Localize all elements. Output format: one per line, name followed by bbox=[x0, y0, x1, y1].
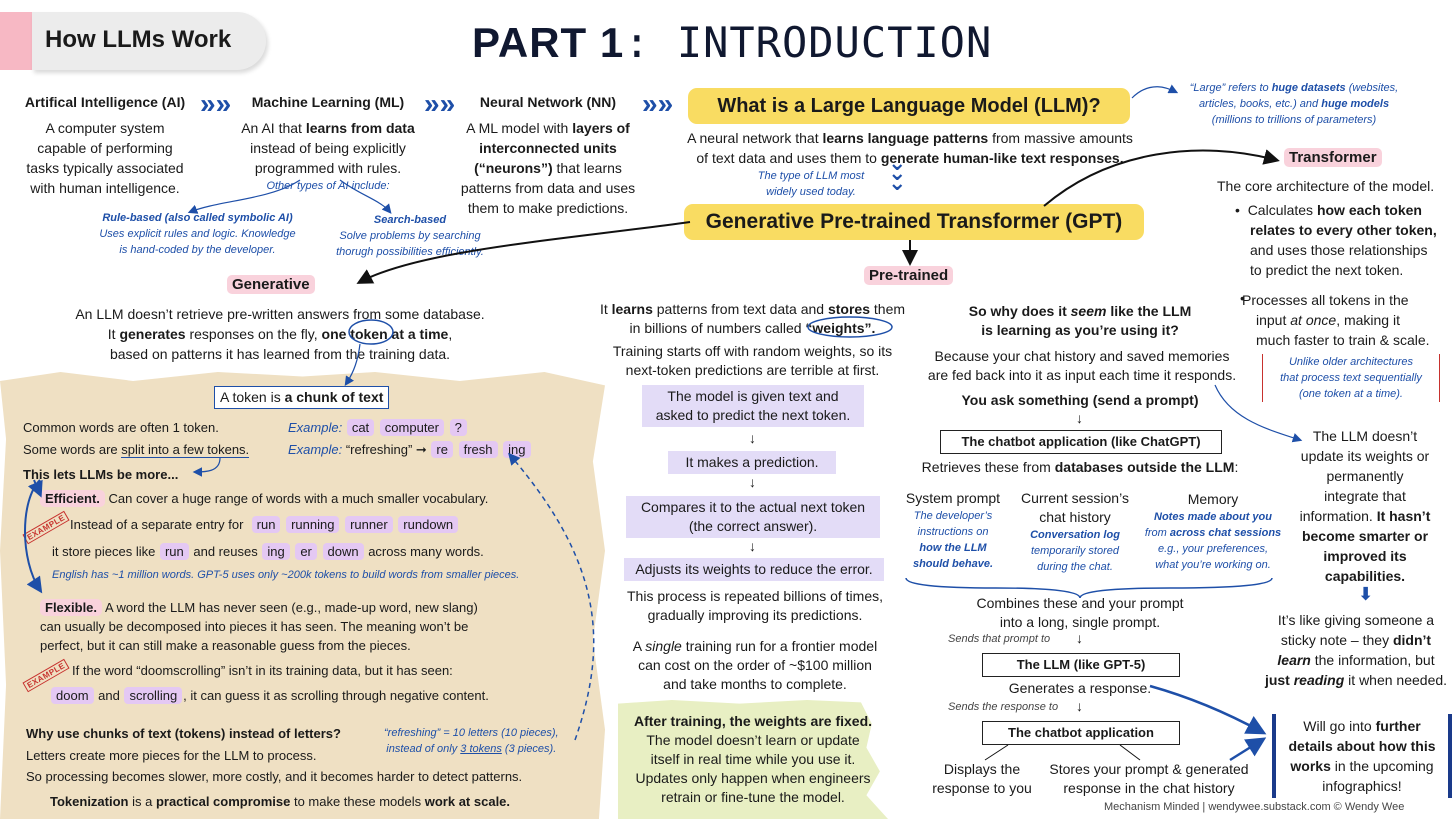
chevron-icon: »» bbox=[200, 88, 232, 119]
green-paper-background bbox=[618, 700, 888, 819]
doom-line-1: If the word “doomscrolling” isn’t in its… bbox=[72, 663, 453, 678]
arrow-down-icon: ↓ bbox=[749, 538, 756, 554]
gpt-heading: Generative Pre-trained Transformer (GPT) bbox=[684, 204, 1144, 240]
english-note: English has ~1 million words. GPT-5 uses… bbox=[52, 569, 520, 581]
tag-accent bbox=[0, 12, 32, 70]
arrow-down-icon: ⬇ bbox=[1358, 584, 1374, 604]
future-infographics: Will go into further details about how t… bbox=[1272, 714, 1452, 798]
training-step-3: Compares it to the actual next token(the… bbox=[626, 496, 880, 538]
arrow-down-icon: ↓ bbox=[749, 474, 756, 490]
transformer-body: The core architecture of the model. • Ca… bbox=[1217, 178, 1437, 348]
sends-back-note: Sends the response to bbox=[948, 701, 1059, 713]
footer-credit: Mechanism Minded | wendywee.substack.com… bbox=[1104, 801, 1405, 813]
memory: Memory Notes made about you from across … bbox=[1144, 491, 1282, 571]
sticky-note-analogy: It’s like giving someone a sticky note –… bbox=[1264, 612, 1448, 688]
llm-definition: A neural network that learns language pa… bbox=[687, 130, 1133, 166]
training-step-2: It makes a prediction. bbox=[668, 451, 836, 474]
tag-pill bbox=[32, 12, 266, 70]
token-lets: This lets LLMs be more... bbox=[23, 467, 179, 482]
token-example-2: Example: “refreshing” ➞ re fresh ing bbox=[288, 440, 532, 459]
arrow-down-icon: ↓ bbox=[1076, 698, 1083, 714]
transformer-note: Unlike older architectures that process … bbox=[1262, 354, 1440, 402]
nn-block: Neural Network (NN) A ML model with laye… bbox=[460, 94, 636, 216]
arrow-to-display bbox=[984, 744, 1009, 761]
token-common: Common words are often 1 token. bbox=[23, 420, 219, 435]
chevron-icon: »» bbox=[642, 88, 674, 119]
efficient-example-2: it store pieces like run and reuses ing … bbox=[52, 543, 484, 560]
token-definition: A token is a chunk of text bbox=[214, 386, 390, 409]
chevron-down-icon: ⌄⌄⌄ bbox=[888, 150, 907, 195]
ml-block: Machine Learning (ML) An AI that learns … bbox=[241, 94, 415, 192]
page-title: PART 1: INTRODUCTION bbox=[472, 18, 993, 67]
chatbot-app-box: The chatbot application bbox=[982, 721, 1180, 745]
pretrained-heading: Pre-trained bbox=[864, 266, 954, 285]
arrow-down-icon: ↓ bbox=[749, 430, 756, 446]
arrow-to-store bbox=[1119, 744, 1141, 761]
training-step-4: Adjusts its weights to reduce the error. bbox=[624, 558, 884, 581]
llm-box: The LLM (like GPT-5) bbox=[982, 653, 1180, 677]
why-line-2: So processing becomes slower, more costl… bbox=[26, 769, 523, 784]
why-tokens-heading: Why use chunks of text (tokens) instead … bbox=[26, 726, 341, 741]
training-cost: A single training run for a frontier mod… bbox=[632, 638, 878, 692]
pretrained-intro: It learns patterns from text data and st… bbox=[599, 301, 906, 378]
ai-block: Artifical Intelligence (AI) A computer s… bbox=[24, 94, 186, 196]
sends-to-llm-note: Sends that prompt to bbox=[948, 633, 1051, 645]
tokenization-line: Tokenization is a practical compromise t… bbox=[50, 794, 511, 809]
doom-line-2: doom and scrolling, it can guess it as s… bbox=[50, 686, 489, 705]
ask-step: You ask something (send a prompt) bbox=[961, 392, 1199, 408]
bullet-icon: • bbox=[1240, 290, 1245, 306]
search-based-note: Search-based Solve problems by searching… bbox=[336, 214, 484, 258]
efficient-line: Efficient. Can cover a huge range of wor… bbox=[40, 489, 488, 508]
type-note: The type of LLM most widely used today. bbox=[757, 170, 865, 198]
efficient-example-1: Instead of a separate entry for run runn… bbox=[70, 515, 459, 534]
why-line-1: Letters create more pieces for the LLM t… bbox=[26, 748, 317, 763]
generates-line: Generates a response. bbox=[1008, 680, 1152, 696]
arrow-down-icon: ↓ bbox=[1076, 410, 1083, 426]
why-answer: Because your chat history and saved memo… bbox=[927, 348, 1237, 383]
arrow-down-icon: ↓ bbox=[1076, 630, 1083, 646]
training-repeat: This process is repeated billions of tim… bbox=[627, 588, 883, 623]
transformer-heading: Transformer bbox=[1284, 148, 1382, 167]
why-heading: So why does it seem like the LLM is lear… bbox=[968, 303, 1192, 338]
large-note: “Large” refers to huge datasets (website… bbox=[1189, 82, 1399, 126]
token-example-1: Example: cat computer ? bbox=[288, 418, 468, 437]
rule-based-note: Rule-based (also called symbolic AI) Use… bbox=[99, 212, 296, 256]
generative-body: An LLM doesn’t retrieve pre-written answ… bbox=[75, 306, 485, 362]
flexible-block: Flexible. A word the LLM has never seen … bbox=[40, 599, 478, 653]
llm-heading: What is a Large Language Model (LLM)? bbox=[688, 88, 1130, 124]
retrieves-line: Retrieves these from databases outside t… bbox=[921, 459, 1239, 475]
chevron-icon: »» bbox=[424, 88, 456, 119]
tag-label: How LLMs Work bbox=[45, 26, 232, 53]
generative-heading: Generative bbox=[227, 275, 315, 294]
token-some: Some words are split into a few tokens. bbox=[23, 442, 250, 458]
refreshing-note: “refreshing” = 10 letters (10 pieces), i… bbox=[384, 727, 559, 755]
arrow-store-to-future bbox=[1229, 737, 1267, 762]
chatbot-box: The chatbot application (like ChatGPT) bbox=[940, 430, 1222, 454]
weights-fixed: After training, the weights are fixed. T… bbox=[633, 713, 873, 805]
